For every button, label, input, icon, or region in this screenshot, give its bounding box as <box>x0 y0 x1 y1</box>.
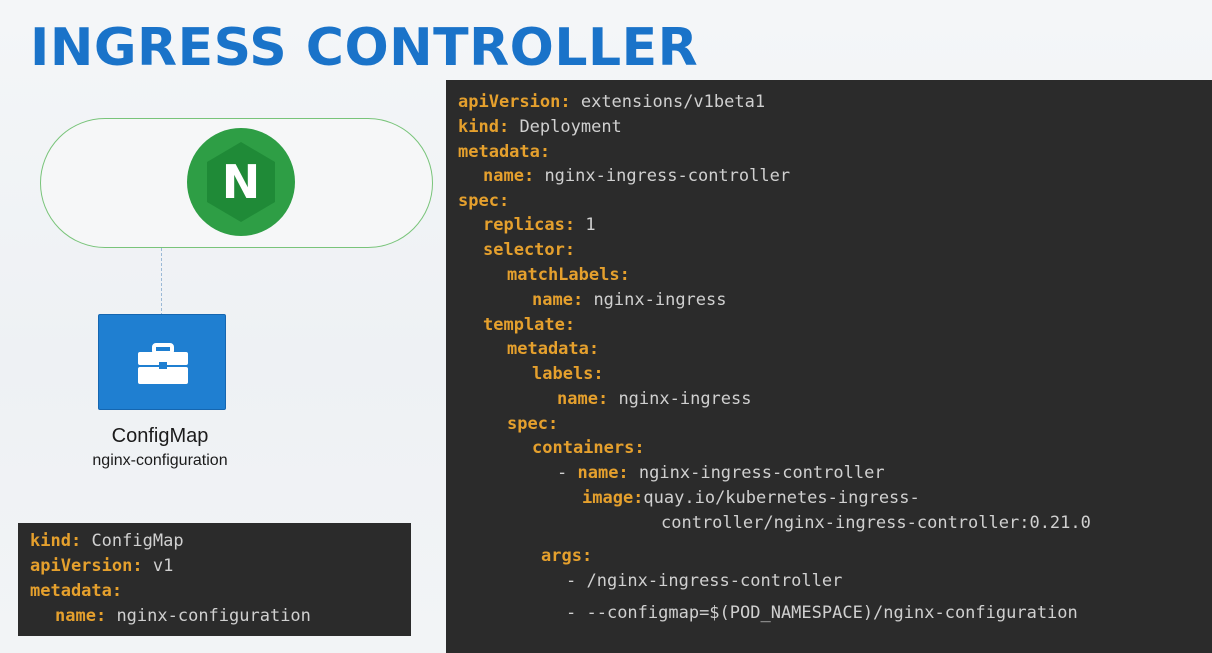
code-line: name: nginx-ingress <box>557 388 752 410</box>
code-line: name: nginx-ingress-controller <box>483 165 790 187</box>
yaml-value: nginx-ingress <box>618 389 752 409</box>
code-line: - /nginx-ingress-controller <box>566 570 842 592</box>
configmap-box <box>98 314 226 410</box>
yaml-key: kind: <box>30 531 82 551</box>
yaml-key: template: <box>483 315 576 335</box>
code-line: template: <box>483 314 575 336</box>
yaml-value: v1 <box>152 556 174 576</box>
code-line: metadata: <box>458 141 550 163</box>
yaml-key: apiVersion: <box>458 92 571 112</box>
configmap-name: nginx-configuration <box>92 452 228 469</box>
code-line: spec: <box>507 413 558 435</box>
configmap-yaml-block: kind: ConfigMap apiVersion: v1 metadata:… <box>18 523 411 636</box>
code-line: image:quay.io/kubernetes-ingress- <box>582 487 920 509</box>
yaml-key: selector: <box>483 240 576 260</box>
code-line: selector: <box>483 239 575 261</box>
yaml-value: /nginx-ingress-controller <box>586 571 843 591</box>
yaml-key: args: <box>541 546 593 566</box>
yaml-key: kind: <box>458 117 510 137</box>
yaml-value: 1 <box>585 215 596 235</box>
yaml-value: nginx-ingress <box>593 290 727 310</box>
nginx-logo-letter: N <box>222 155 261 209</box>
yaml-key: metadata: <box>458 142 551 162</box>
code-line: - name: nginx-ingress-controller <box>557 462 885 484</box>
code-line: name: nginx-configuration <box>55 605 311 627</box>
code-line: - --configmap=$(POD_NAMESPACE)/nginx-con… <box>566 602 1078 624</box>
yaml-value: nginx-configuration <box>116 606 311 626</box>
configmap-label: ConfigMap <box>111 425 209 447</box>
yaml-value: nginx-ingress-controller <box>638 463 885 483</box>
yaml-value: ConfigMap <box>91 531 184 551</box>
yaml-key: matchLabels: <box>507 265 630 285</box>
code-line: apiVersion: extensions/v1beta1 <box>458 91 765 113</box>
yaml-value: --configmap=$(POD_NAMESPACE)/nginx-confi… <box>586 603 1078 623</box>
yaml-key: metadata: <box>30 581 123 601</box>
code-line: metadata: <box>507 338 599 360</box>
yaml-key: name: <box>483 166 535 186</box>
connector-line <box>161 248 162 316</box>
yaml-key: replicas: <box>483 215 576 235</box>
code-line: name: nginx-ingress <box>532 289 727 311</box>
briefcase-icon <box>138 343 188 384</box>
yaml-dash: - <box>566 571 587 591</box>
code-line: matchLabels: <box>507 264 630 286</box>
yaml-value: nginx-ingress-controller <box>544 166 791 186</box>
yaml-key: spec: <box>507 414 559 434</box>
yaml-key: name: <box>557 389 609 409</box>
yaml-key: name: <box>577 463 629 483</box>
yaml-key: image: <box>582 488 644 508</box>
yaml-key: name: <box>55 606 107 626</box>
code-line: kind: ConfigMap <box>30 530 184 552</box>
yaml-key: name: <box>532 290 584 310</box>
deployment-yaml-block: apiVersion: extensions/v1beta1 kind: Dep… <box>446 80 1212 653</box>
yaml-value: quay.io/kubernetes-ingress- <box>643 488 920 508</box>
code-line: controller/nginx-ingress-controller:0.21… <box>661 512 1091 534</box>
code-line: containers: <box>532 437 645 459</box>
yaml-value: Deployment <box>519 117 622 137</box>
yaml-key: containers: <box>532 438 645 458</box>
code-line: apiVersion: v1 <box>30 555 173 577</box>
code-line: replicas: 1 <box>483 214 596 236</box>
yaml-key: metadata: <box>507 339 600 359</box>
nginx-hexagon-icon: N <box>187 128 295 236</box>
yaml-value: controller/nginx-ingress-controller:0.21… <box>661 513 1091 533</box>
code-line: metadata: <box>30 580 122 602</box>
yaml-dash: - <box>566 603 587 623</box>
yaml-dash: - <box>557 463 578 483</box>
yaml-key: spec: <box>458 191 510 211</box>
code-line: args: <box>541 545 592 567</box>
code-line: labels: <box>532 363 604 385</box>
code-line: spec: <box>458 190 509 212</box>
code-line: kind: Deployment <box>458 116 622 138</box>
yaml-key: labels: <box>532 364 604 384</box>
yaml-key: apiVersion: <box>30 556 143 576</box>
slide-title: INGRESS CONTROLLER <box>30 18 699 78</box>
yaml-value: extensions/v1beta1 <box>580 92 766 112</box>
